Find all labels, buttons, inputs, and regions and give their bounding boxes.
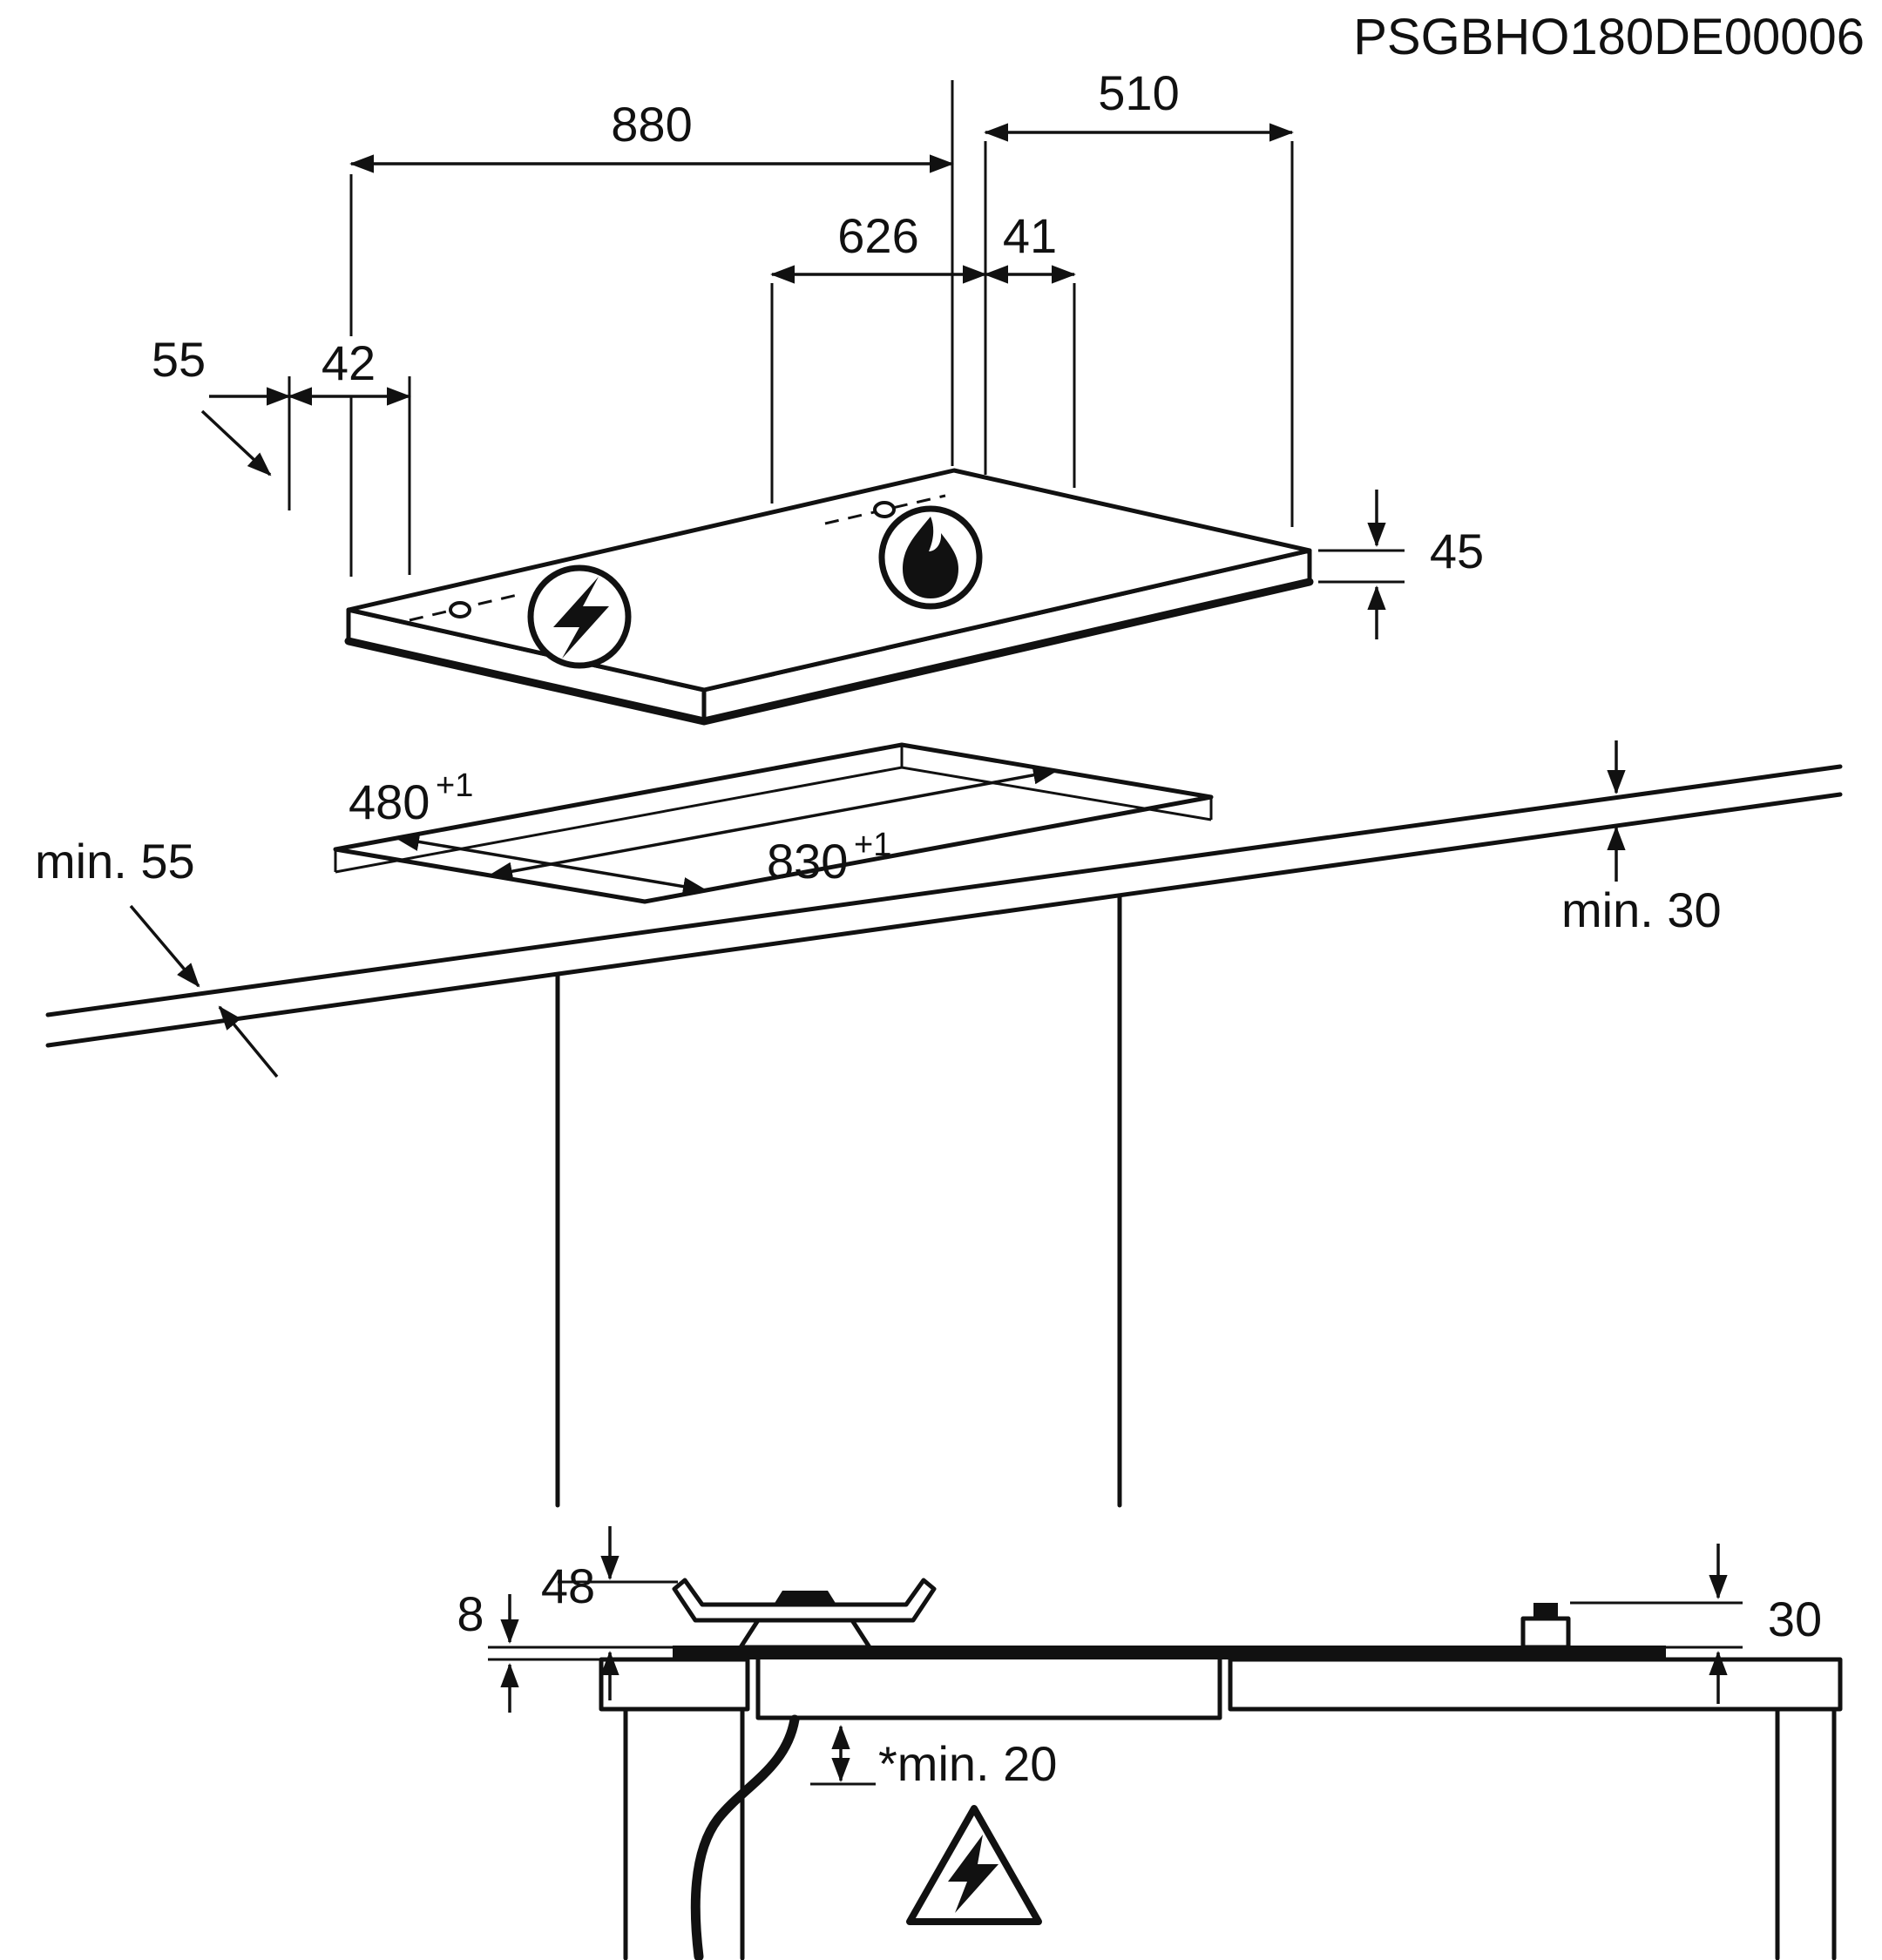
hob-height-label: 45 (1430, 524, 1484, 578)
flame-icon (903, 517, 958, 598)
lightning-bolt-icon (553, 577, 609, 659)
hob-glass-section (673, 1646, 1666, 1659)
knob-height-label: 30 (1768, 1592, 1822, 1646)
hazard-lightning-bolt-icon (948, 1835, 999, 1913)
worktop-section-right (1228, 1657, 1843, 1712)
hob-width-label: 880 (611, 97, 692, 152)
cutout-depth-tolerance: +1 (436, 767, 473, 804)
electric-hole-side-label: 55 (152, 332, 206, 387)
min-front-clearance-label: min. 55 (35, 834, 195, 889)
dimension-min-worktop-thickness: min. 30 (1561, 740, 1722, 937)
cutout-width-tolerance: +1 (854, 827, 891, 863)
dimension-electric-hole-offset: 42 (288, 335, 411, 575)
cutout-depth-label: 480 (349, 774, 430, 829)
gas-supply-hole (873, 501, 896, 518)
electrical-hazard-warning-icon (906, 1805, 1042, 1925)
gas-hole-position-label: 626 (837, 208, 918, 263)
dimension-hob-width: 880 (349, 80, 954, 577)
hob-body-section (755, 1657, 1222, 1720)
product-code: PSGBHO180DE00006 (1353, 9, 1865, 65)
dimension-hob-depth: 510 (984, 65, 1294, 527)
control-knob-button (1533, 1603, 1558, 1619)
min-clearance-below-label: *min. 20 (878, 1736, 1057, 1791)
dimension-gas-hole-offset: 41 (984, 208, 1076, 488)
gas-connection-icon (878, 505, 983, 610)
dimension-electric-hole-side: 55 (152, 332, 291, 476)
electric-connection-icon (527, 564, 632, 669)
dimension-gas-hole-position: 626 (770, 208, 987, 504)
hob-isometric-view (344, 468, 1314, 726)
dimension-glass-lip: 8 (457, 1586, 519, 1713)
worktop-cutout-view: 480 +1 830 +1 min. 55 min. 30 (35, 740, 1843, 1508)
cutout-width-label: 830 (767, 834, 848, 889)
worktop-underside-edge (45, 792, 1843, 1048)
dimension-pan-support-height: 48 (541, 1526, 619, 1700)
cross-section-view: 48 8 30 *min. 20 (457, 1526, 1843, 1960)
hob-depth-label: 510 (1098, 65, 1179, 120)
dimension-cutout-width: 830 +1 (488, 766, 1058, 889)
hob-bottom-edge (344, 578, 1314, 726)
gas-hole-centerline (824, 494, 946, 525)
pan-support-height-label: 48 (541, 1558, 595, 1613)
worktop-front-edge (45, 764, 1843, 1017)
electric-hole-offset-label: 42 (322, 335, 376, 390)
electric-supply-hole (449, 601, 471, 618)
dimension-hob-height: 45 (1318, 490, 1484, 639)
dimension-min-clearance-below: *min. 20 (810, 1725, 1057, 1791)
burner-body-section (738, 1618, 872, 1650)
dimension-min-front-clearance: min. 55 (35, 834, 279, 1078)
min-worktop-thickness-label: min. 30 (1561, 882, 1722, 937)
burner-cap-section (774, 1591, 836, 1605)
gas-hole-offset-label: 41 (1003, 208, 1057, 263)
worktop-section-left (599, 1657, 750, 1712)
power-cable (690, 1714, 800, 1960)
glass-lip-label: 8 (457, 1586, 484, 1641)
dimension-knob-height: 30 (1709, 1544, 1822, 1704)
control-knob-section (1520, 1616, 1571, 1650)
